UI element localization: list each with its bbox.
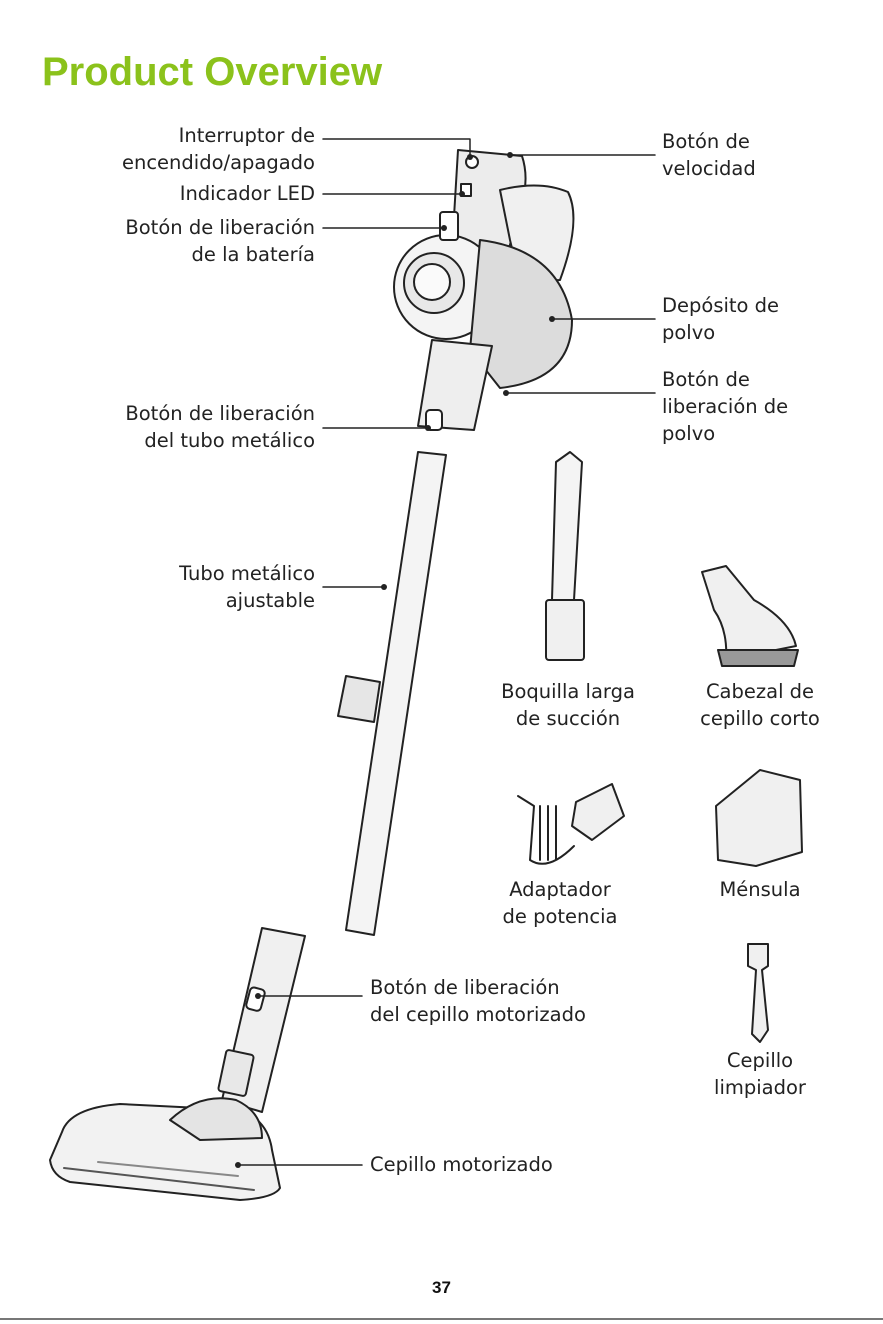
bracket-icon	[715, 769, 803, 867]
tube-release-button	[425, 409, 443, 431]
label-power-switch: Interruptor de encendido/apagado	[121, 124, 315, 174]
battery-release-button	[439, 211, 459, 241]
page-title: Product Overview	[42, 50, 383, 94]
dust-container	[469, 239, 573, 389]
label-dust-container: Depósito de polvo	[662, 294, 780, 344]
label-brush-release: Botón de liberación del cepillo motoriza…	[370, 976, 586, 1026]
crevice-tool-icon	[551, 451, 583, 601]
label-tube-release: Botón de liberación del tubo metálico	[125, 402, 315, 452]
caption-bracket: Ménsula	[719, 878, 801, 901]
caption-crevice-tool: Boquilla larga de succión	[501, 680, 635, 730]
label-dust-release: Botón de liberación de polvo	[662, 368, 789, 445]
led-indicator	[460, 183, 472, 197]
short-brush-icon	[701, 565, 797, 661]
power-adapter-icon	[571, 783, 625, 841]
brush-release-button	[245, 986, 266, 1012]
label-motorized-brush: Cepillo motorizado	[370, 1153, 553, 1176]
page-number: 37	[432, 1278, 451, 1297]
label-adjustable-tube: Tubo metálico ajustable	[179, 562, 315, 612]
label-speed-button: Botón de velocidad	[662, 130, 756, 180]
caption-power-adapter: Adaptador de potencia	[502, 878, 618, 928]
label-led-indicator: Indicador LED	[179, 182, 315, 205]
caption-cleaning-brush: Cepillo limpiador	[714, 1049, 806, 1099]
metal-tube	[345, 451, 447, 936]
caption-short-brush: Cabezal de cepillo corto	[700, 680, 820, 730]
label-battery-release: Botón de liberación de la batería	[125, 216, 315, 266]
cleaning-brush-icon	[747, 943, 769, 1043]
bottom-divider	[0, 1318, 883, 1320]
